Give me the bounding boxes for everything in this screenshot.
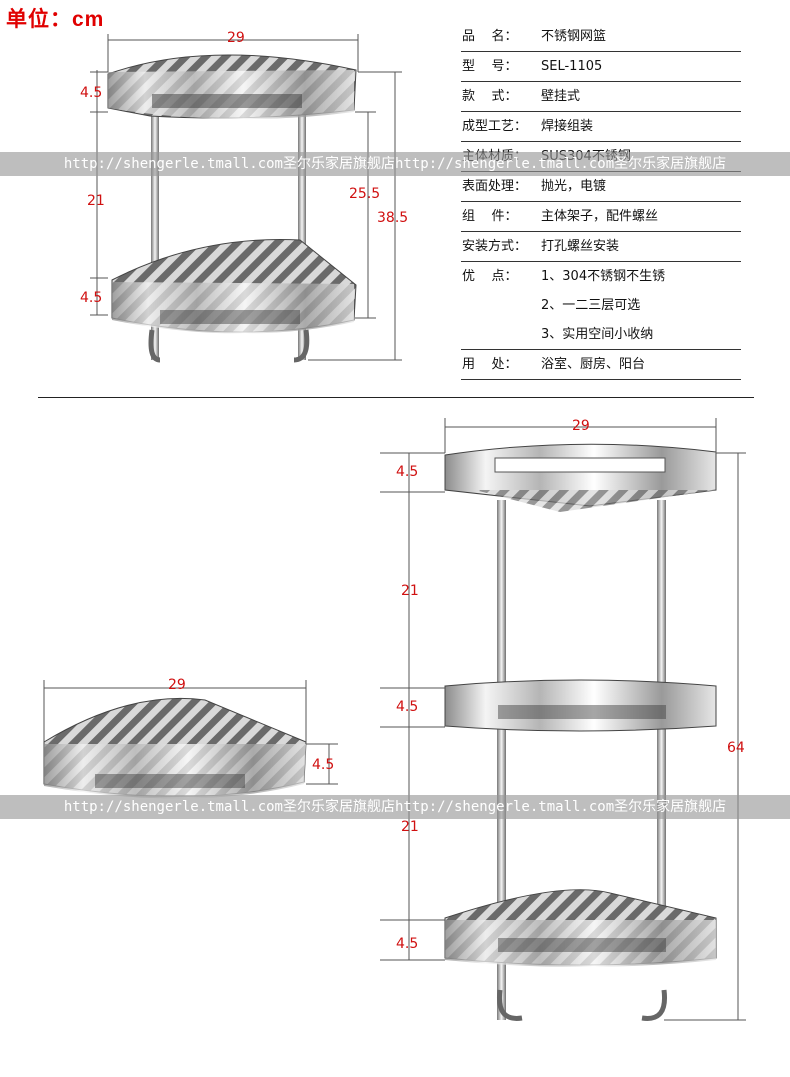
spec-value: 1、304不锈钢不生锈 bbox=[541, 269, 666, 284]
spec-row: 2、一二三层可选 bbox=[461, 291, 741, 320]
spec-value: 抛光，电镀 bbox=[541, 179, 607, 194]
hook bbox=[496, 989, 523, 1021]
watermark-band: http://shengerle.tmall.com圣尔乐家居旗舰店http:/… bbox=[0, 795, 790, 819]
spec-row: 3、实用空间小收纳 bbox=[461, 320, 741, 350]
spec-value: 2、一二三层可选 bbox=[541, 298, 641, 313]
spec-value: 焊接组装 bbox=[541, 119, 594, 134]
dim-shelf-height: 4.5 bbox=[80, 290, 103, 306]
dim-inner-height: 25.5 bbox=[349, 186, 381, 202]
spec-label: 优 点： bbox=[462, 269, 518, 284]
two-tier-basket-photo bbox=[107, 54, 357, 363]
spec-value: SEL-1105 bbox=[541, 59, 603, 74]
three-tier-dimension-lines bbox=[380, 418, 746, 1021]
spec-label: 成型工艺： bbox=[462, 119, 528, 134]
spec-label: 组 件： bbox=[462, 209, 518, 224]
unit-label: 单位：cm bbox=[6, 8, 105, 31]
dim-width: 29 bbox=[227, 30, 245, 46]
dim-shelf-height: 4.5 bbox=[312, 757, 335, 773]
three-tier-basket-photo bbox=[444, 443, 717, 1021]
spec-row: 品 名： 不锈钢网篮 bbox=[461, 22, 741, 52]
pole bbox=[497, 500, 506, 1020]
hook bbox=[293, 329, 310, 363]
spec-row: 成型工艺： 焊接组装 bbox=[461, 112, 741, 142]
spec-row: 款 式： 壁挂式 bbox=[461, 82, 741, 112]
spec-value: 3、实用空间小收纳 bbox=[541, 327, 654, 342]
dim-shelf-height: 4.5 bbox=[396, 699, 419, 715]
dim-total-height: 38.5 bbox=[377, 210, 409, 226]
spec-label: 款 式： bbox=[462, 89, 518, 104]
spec-value: 壁挂式 bbox=[541, 89, 581, 104]
single-dimension-lines bbox=[43, 680, 338, 785]
dim-shelf-height: 4.5 bbox=[396, 936, 419, 952]
spec-value: 打孔螺丝安装 bbox=[541, 239, 620, 254]
spec-label: 品 名： bbox=[462, 29, 518, 44]
dim-width: 29 bbox=[168, 677, 186, 693]
dim-shelf-height: 4.5 bbox=[396, 464, 419, 480]
spec-value: 不锈钢网篮 bbox=[541, 29, 607, 44]
spec-label: 安装方式： bbox=[462, 239, 528, 254]
pole bbox=[151, 115, 159, 360]
spec-row: 型 号： SEL-1105 bbox=[461, 52, 741, 82]
section-divider bbox=[38, 397, 754, 398]
spec-row: 表面处理： 抛光，电镀 bbox=[461, 172, 741, 202]
spec-value: 主体架子，配件螺丝 bbox=[541, 209, 659, 224]
spec-value: 浴室、厨房、阳台 bbox=[541, 357, 646, 372]
spec-row: 优 点： 1、304不锈钢不生锈 bbox=[461, 262, 741, 291]
dim-gap: 21 bbox=[87, 193, 105, 209]
spec-label: 用 处： bbox=[462, 357, 518, 372]
pole bbox=[298, 115, 306, 360]
single-basket-photo bbox=[43, 697, 307, 799]
spec-row: 组 件： 主体架子，配件螺丝 bbox=[461, 202, 741, 232]
dim-total-height: 64 bbox=[727, 740, 745, 756]
spec-label: 表面处理： bbox=[462, 179, 528, 194]
spec-label: 型 号： bbox=[462, 59, 518, 74]
dim-gap: 21 bbox=[401, 819, 419, 835]
spec-row: 用 处： 浴室、厨房、阳台 bbox=[461, 350, 741, 380]
watermark-band: http://shengerle.tmall.com圣尔乐家居旗舰店http:/… bbox=[0, 152, 790, 176]
dim-shelf-height: 4.5 bbox=[80, 85, 103, 101]
spec-row: 安装方式： 打孔螺丝安装 bbox=[461, 232, 741, 262]
hook bbox=[148, 329, 161, 363]
dim-width: 29 bbox=[572, 418, 590, 434]
hook bbox=[641, 989, 668, 1021]
dim-gap: 21 bbox=[401, 583, 419, 599]
two-tier-dimension-lines bbox=[90, 34, 402, 361]
